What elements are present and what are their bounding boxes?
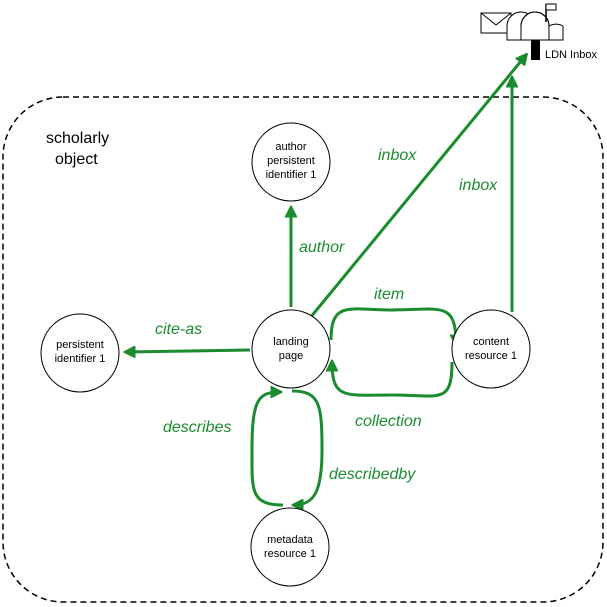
node-persistent-line1: persistent <box>56 339 104 351</box>
edge-label-author: author <box>299 239 345 256</box>
mailbox-flag-icon <box>545 3 557 22</box>
node-landing-page: landing page <box>251 309 331 389</box>
edge-describes <box>250 392 284 507</box>
group-label-line2: object <box>55 151 98 168</box>
edge-label-item: item <box>374 286 404 303</box>
node-metadata-line2: resource 1 <box>264 548 316 560</box>
edge-item <box>329 307 456 344</box>
scholarly-object-boundary <box>2 96 604 603</box>
node-author-persistent-identifier: author persistent identifier 1 <box>251 122 331 202</box>
edge-label-describes: describes <box>163 419 231 436</box>
node-author-line2: persistent <box>267 155 315 167</box>
edge-cite-as <box>126 350 251 352</box>
node-landing-line2: page <box>279 350 303 362</box>
edge-label-describedby: describedby <box>329 466 416 483</box>
edge-label-inbox-content: inbox <box>459 177 498 194</box>
edge-label-collection: collection <box>355 413 422 430</box>
node-persistent-line2: identifier 1 <box>55 353 106 365</box>
edge-label-inbox-landing: inbox <box>378 147 417 164</box>
node-metadata-resource: metadata resource 1 <box>250 507 330 587</box>
ldn-inbox-label: LDN Inbox <box>545 49 597 61</box>
ldn-inbox: LDN Inbox <box>480 3 597 61</box>
node-author-line1: author <box>275 141 307 153</box>
envelope-icon <box>480 12 512 34</box>
node-author-line3: identifier 1 <box>266 169 317 181</box>
edge-inbox-landing <box>308 55 526 319</box>
node-landing-line1: landing <box>273 336 308 348</box>
node-content-resource: content resource 1 <box>451 309 531 389</box>
node-content-line2: resource 1 <box>465 350 517 362</box>
edge-collection <box>332 362 454 398</box>
node-metadata-line1: metadata <box>267 534 314 546</box>
edge-label-cite-as: cite-as <box>155 321 202 338</box>
edge-describedby <box>292 389 324 505</box>
node-persistent-identifier: persistent identifier 1 <box>40 313 120 393</box>
node-content-line1: content <box>473 336 509 348</box>
group-label-line1: scholarly <box>46 130 109 147</box>
